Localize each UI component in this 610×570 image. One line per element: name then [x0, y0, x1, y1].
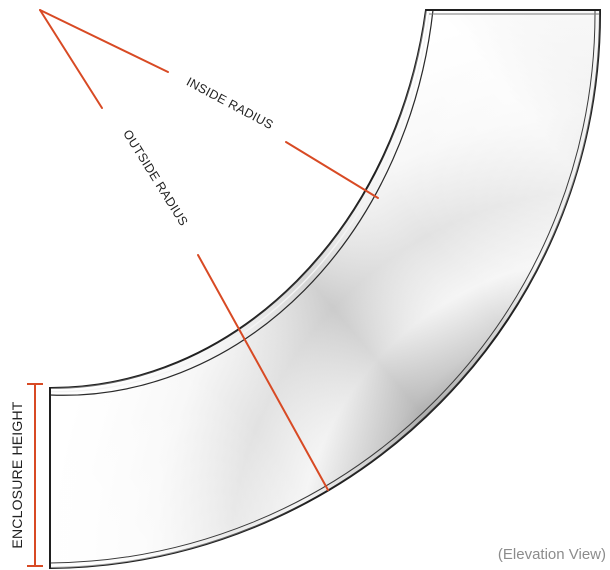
- outside-radius-leader-b: [197, 254, 329, 491]
- elbow-enclosure: [49, 9, 602, 570]
- leader-lines: [39, 9, 379, 491]
- inner-lip: [49, 9, 434, 396]
- view-caption: (Elevation View): [498, 546, 606, 563]
- outer-lip: [49, 9, 596, 564]
- enclosure-sheen: [50, 10, 601, 568]
- inside-radius-label: INSIDE RADIUS: [184, 75, 276, 133]
- inner-lip-highlight: [49, 9, 431, 393]
- enclosure-height-dimension: [27, 383, 43, 567]
- outside-radius-leader-a: [39, 9, 103, 109]
- enclosure-height-label: ENCLOSURE HEIGHT: [9, 401, 25, 548]
- inside-radius-leader-a: [39, 9, 169, 73]
- inside-radius-leader-b: [285, 141, 379, 199]
- outside-radius-label: OUTSIDE RADIUS: [120, 127, 190, 228]
